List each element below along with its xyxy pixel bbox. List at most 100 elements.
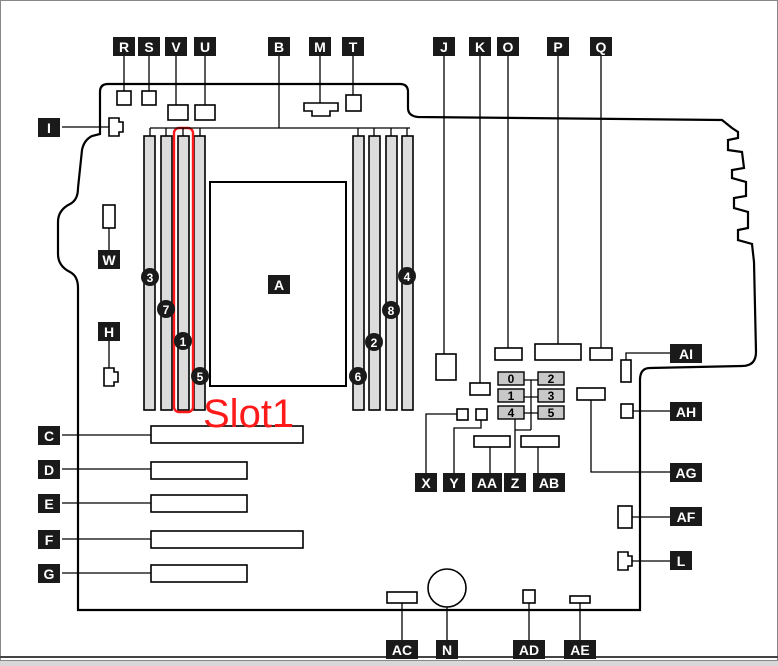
connector-ac: [386, 591, 418, 604]
slot-marker-1-text: 1: [180, 335, 187, 349]
connector-ab: [520, 435, 560, 448]
connector-af: [617, 505, 633, 529]
slot1-annotation: Slot1: [203, 392, 294, 436]
slot-marker-3: 3: [141, 268, 159, 286]
board-components: [102, 90, 634, 608]
pcie-slot-e: [150, 494, 248, 513]
callout-g: G: [38, 564, 60, 583]
callout-g-text: G: [44, 566, 55, 582]
connector-s: [141, 90, 157, 106]
callout-o-text: O: [503, 39, 514, 55]
callout-aa-text: AA: [477, 475, 497, 491]
pcie-slot-g: [150, 564, 248, 583]
connector-t: [345, 94, 362, 112]
callout-ac: AC: [386, 640, 418, 659]
connector-block-z: 0 2 1 3 4 5: [497, 371, 565, 420]
callout-af-text: AF: [677, 509, 696, 525]
slot-marker-3-text: 3: [147, 271, 154, 285]
slot-marker-5-text: 5: [197, 370, 204, 384]
callout-i: I: [38, 118, 60, 137]
callout-m-text: M: [314, 39, 326, 55]
callout-j: J: [433, 37, 455, 56]
z-num-4: 4: [508, 406, 515, 420]
slot-marker-7-text: 7: [163, 303, 170, 317]
callout-c: C: [38, 426, 60, 445]
callout-aa: AA: [472, 473, 502, 492]
connector-w: [102, 204, 116, 229]
callout-ab-text: AB: [539, 475, 559, 491]
z-cell-3: [537, 388, 565, 403]
connector-j: [435, 353, 457, 381]
leader-z: [514, 379, 538, 473]
connector-x: [456, 408, 469, 421]
connector-y: [475, 408, 488, 421]
callout-p-text: P: [553, 39, 562, 55]
connector-h: [103, 367, 119, 387]
dimm-slot-1: [177, 135, 190, 411]
z-num-5: 5: [548, 406, 555, 420]
callout-m: M: [309, 37, 331, 56]
slot-marker-2-text: 2: [371, 336, 378, 350]
leader-y: [453, 420, 482, 473]
z-num-0: 0: [508, 372, 515, 386]
dimm-slot-7: [160, 135, 173, 411]
connector-ai: [620, 359, 632, 383]
callout-v: V: [165, 37, 187, 56]
callout-z: Z: [504, 473, 526, 492]
leader-b: [149, 56, 410, 136]
callout-s: S: [138, 37, 160, 56]
callout-ac-text: AC: [392, 642, 412, 658]
slot-marker-2: 2: [365, 333, 383, 351]
callout-b-text: B: [274, 39, 284, 55]
callout-ad: AD: [513, 640, 545, 659]
callout-v-text: V: [171, 39, 181, 55]
battery-n: [427, 568, 467, 608]
callout-o: O: [497, 37, 519, 56]
connector-ae: [569, 595, 591, 604]
callout-j-text: J: [440, 39, 448, 55]
callout-z-text: Z: [511, 475, 520, 491]
callout-a-text: A: [274, 277, 284, 293]
connector-i: [108, 117, 124, 137]
z-cell-2: [537, 371, 565, 386]
callout-x-text: X: [421, 475, 431, 491]
callout-u: U: [194, 37, 216, 56]
dimm-slot-8: [385, 135, 398, 411]
callout-f: F: [38, 530, 60, 549]
connector-q: [589, 347, 613, 361]
callout-l-text: L: [677, 553, 686, 569]
slot-marker-6: 6: [349, 367, 367, 385]
slot-marker-6-text: 6: [355, 370, 362, 384]
z-num-3: 3: [548, 389, 555, 403]
z-cell-0: [497, 371, 525, 386]
callout-f-text: F: [45, 532, 54, 548]
callout-ah-text: AH: [676, 404, 696, 420]
callout-labels: A B C D E F G H I J K L M N O P Q R S T …: [38, 37, 702, 659]
callout-n: N: [436, 640, 458, 659]
slot-number-markers: 1 2 3 4 5 6 7 8: [141, 267, 416, 385]
z-num-1: 1: [508, 389, 515, 403]
leader-lines: [62, 56, 670, 640]
connector-v: [167, 104, 189, 121]
callout-q-text: Q: [596, 39, 607, 55]
dimm-slot-2: [368, 135, 381, 411]
connector-l: [617, 551, 633, 571]
callout-d-text: D: [44, 462, 54, 478]
slot-marker-7: 7: [157, 300, 175, 318]
slot-marker-4-text: 4: [404, 270, 411, 284]
callout-ae: AE: [564, 640, 596, 659]
callout-k-text: K: [475, 39, 485, 55]
callout-i-text: I: [47, 120, 51, 136]
z-num-2: 2: [548, 372, 555, 386]
callout-ad-text: AD: [519, 642, 539, 658]
connector-aa: [473, 435, 511, 448]
callout-ah: AH: [670, 402, 702, 421]
callout-y-text: Y: [449, 475, 459, 491]
callout-w: W: [98, 250, 120, 269]
connector-r: [116, 90, 132, 106]
callout-ab: AB: [533, 473, 565, 492]
connector-ah: [620, 403, 634, 419]
slot-marker-1: 1: [174, 332, 192, 350]
callout-ag: AG: [670, 463, 702, 482]
